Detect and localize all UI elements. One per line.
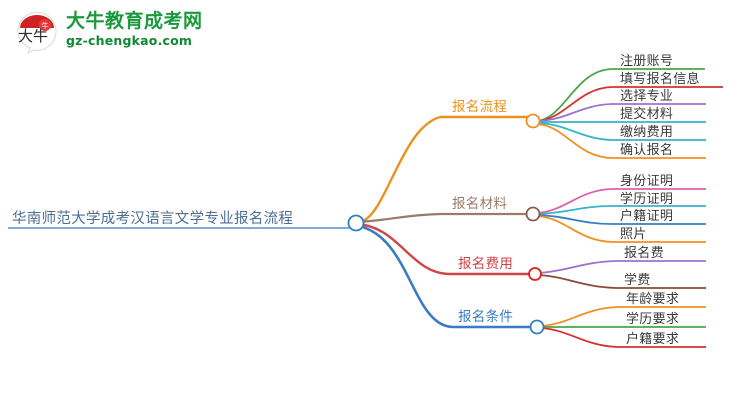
leaf-label-huji-yaoqiu[interactable]: 户籍要求 xyxy=(626,332,680,347)
logo-url: gz-chengkao.com xyxy=(66,33,193,48)
leaf-label-shenfen-zhengming[interactable]: 身份证明 xyxy=(620,174,674,189)
logo-company-name: 大牛教育成考网 xyxy=(66,10,203,32)
branch-label-baomingfeiyong[interactable]: 报名费用 xyxy=(458,256,514,272)
leaf-label-queren-baoming[interactable]: 确认报名 xyxy=(620,143,674,158)
branch-label-baomingliucheng[interactable]: 报名流程 xyxy=(452,99,508,115)
leaf-label-xueli-yaoqiu[interactable]: 学历要求 xyxy=(626,312,680,327)
leaf-label-xuanze-zhuanye[interactable]: 选择专业 xyxy=(620,89,674,104)
leaf-label-tijiao-cailiao[interactable]: 提交材料 xyxy=(620,107,674,122)
branch-label-baomingcailiao[interactable]: 报名材料 xyxy=(452,196,508,212)
root-node-label[interactable]: 华南师范大学成考汉语言文学专业报名流程 xyxy=(12,211,294,227)
leaf-label-tianxie-baoming-xinxi[interactable]: 填写报名信息 xyxy=(620,72,700,87)
leaf-label-zhaopian[interactable]: 照片 xyxy=(620,227,647,242)
branch-label-baomingtiaojian[interactable]: 报名条件 xyxy=(458,309,514,325)
leaf-label-xueli-zhengming[interactable]: 学历证明 xyxy=(620,192,674,207)
leaf-label-zhuce-zhanghao[interactable]: 注册账号 xyxy=(620,54,674,69)
leaf-label-huji-zhengming[interactable]: 户籍证明 xyxy=(620,209,674,224)
logo-mark-icon: 牛 大牛 xyxy=(17,11,57,54)
site-logo: 牛 大牛 大牛教育成考网 gz-chengkao.com xyxy=(14,8,234,56)
leaf-label-jiaona-feiyong[interactable]: 缴纳费用 xyxy=(620,125,674,140)
leaf-label-xuefei[interactable]: 学费 xyxy=(624,273,651,288)
svg-text:牛: 牛 xyxy=(42,21,49,30)
leaf-label-baomingfei[interactable]: 报名费 xyxy=(624,246,664,261)
svg-text:大牛: 大牛 xyxy=(18,27,48,45)
leaf-label-nianling-yaoqiu[interactable]: 年龄要求 xyxy=(626,292,680,307)
